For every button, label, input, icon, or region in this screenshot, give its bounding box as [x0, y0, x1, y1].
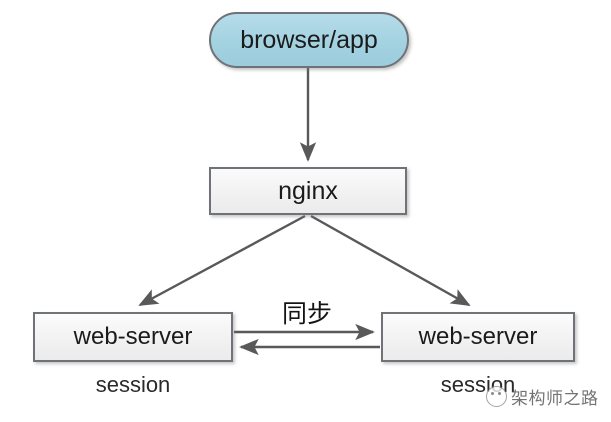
edge-nginx-to-web-server-right	[310, 214, 471, 307]
edge-nginx-to-web-server-left	[138, 214, 306, 307]
node-browser-app[interactable]: browser/app	[209, 12, 409, 68]
watermark: 架构师之路	[486, 384, 599, 409]
node-nginx[interactable]: nginx	[209, 167, 407, 215]
node-web-server-right[interactable]: web-server	[381, 312, 575, 362]
node-web-server-left[interactable]: web-server	[33, 312, 233, 362]
edge-label-sync: 同步	[281, 300, 332, 328]
circle-logo-icon	[486, 386, 507, 407]
caption-session-left: session	[95, 372, 171, 397]
watermark-text: 架构师之路	[511, 389, 599, 408]
